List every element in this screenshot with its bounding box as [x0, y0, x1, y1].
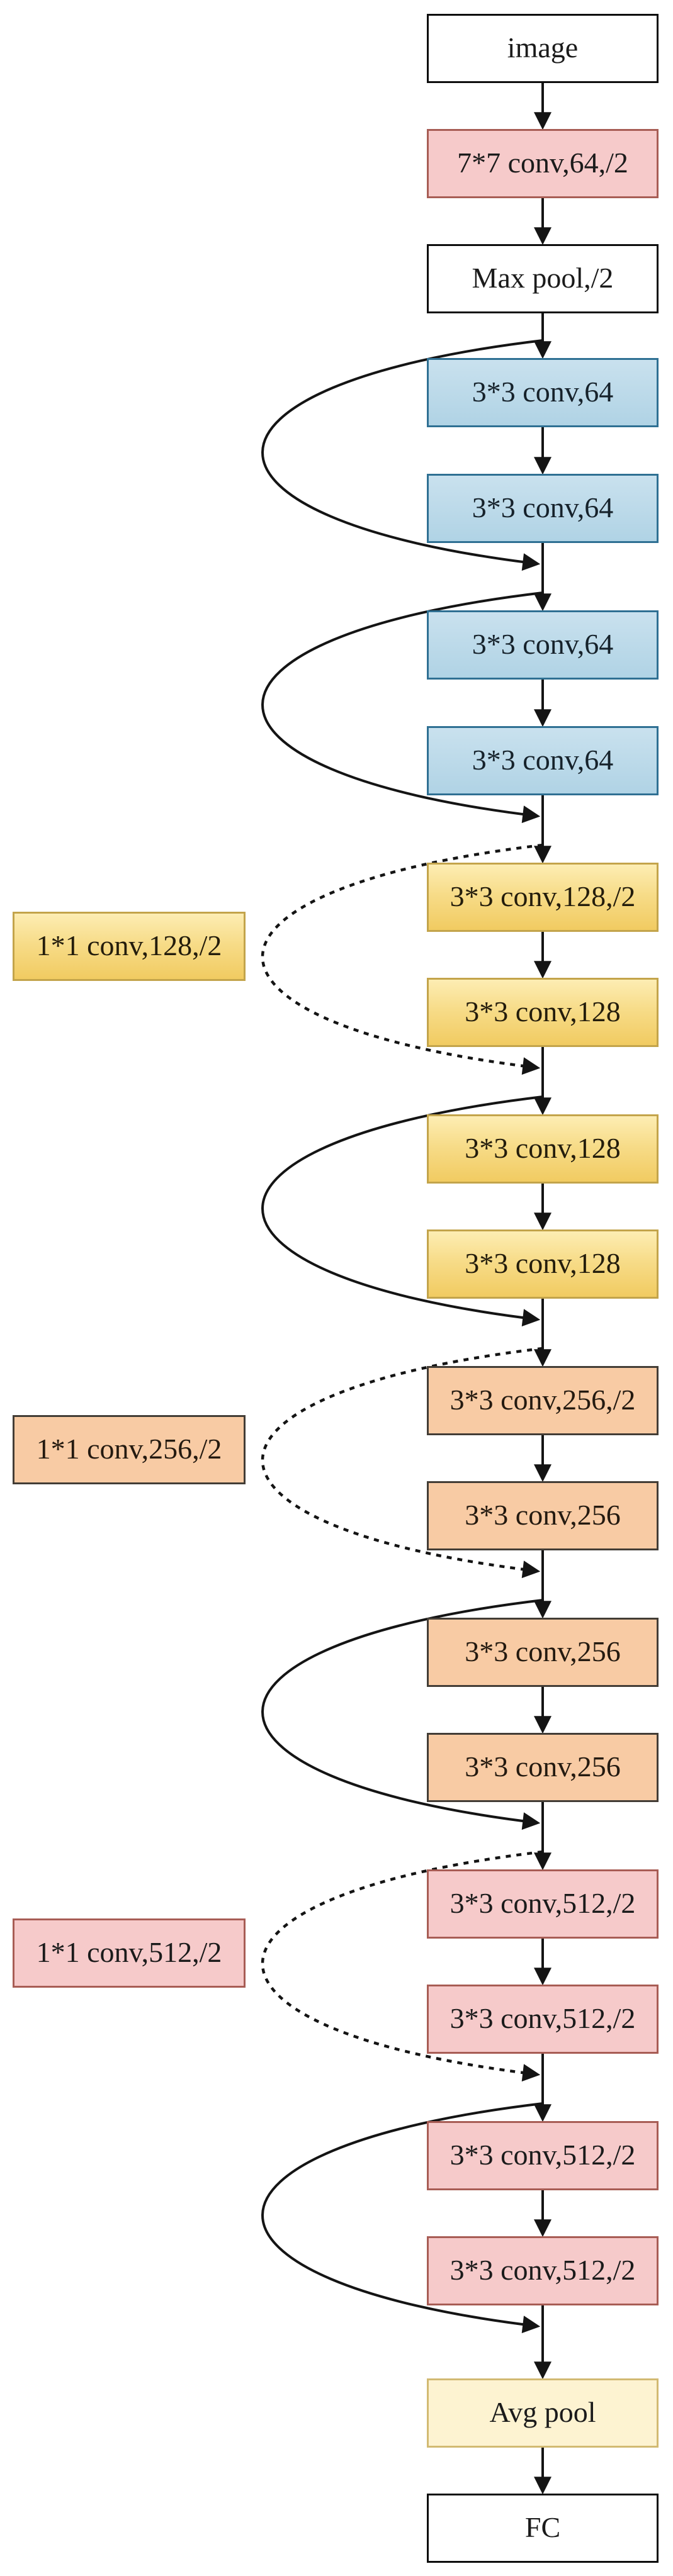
node-maxpool: Max pool,/2 [427, 244, 659, 313]
skip-arc-conv512-block1-dashed [261, 1850, 543, 2082]
skip-arc-conv256-block2-solid [261, 1599, 543, 1830]
node-conv3x3-64-1: 3*3 conv,64 [427, 358, 659, 427]
node-image: image [427, 14, 659, 83]
node-conv3x3-64-4: 3*3 conv,64 [427, 726, 659, 795]
node-conv3x3-256-s2: 3*3 conv,256,/2 [427, 1366, 659, 1435]
node-conv3x3-128-1: 3*3 conv,128 [427, 978, 659, 1047]
skip-arc-conv128-block1-dashed [261, 843, 543, 1075]
skip-arc-conv512-block2-solid [261, 2102, 543, 2334]
skip-arc-conv128-block2-solid [261, 1095, 543, 1327]
skip-arc-conv64-block2-solid [261, 591, 543, 824]
node-shortcut-1x1-512: 1*1 conv,512,/2 [13, 1918, 246, 1988]
node-avgpool: Avg pool [427, 2378, 659, 2448]
node-conv3x3-128-2: 3*3 conv,128 [427, 1114, 659, 1184]
node-conv3x3-512-s2-3: 3*3 conv,512,/2 [427, 2121, 659, 2190]
skip-arc-conv64-block1-solid [261, 339, 543, 571]
node-conv3x3-256-2: 3*3 conv,256 [427, 1618, 659, 1687]
skip-arc-conv256-block1-dashed [261, 1347, 543, 1579]
node-conv3x3-512-s2-1: 3*3 conv,512,/2 [427, 1869, 659, 1939]
node-conv3x3-128-s2: 3*3 conv,128,/2 [427, 863, 659, 932]
node-fc: FC [427, 2494, 659, 2563]
node-conv3x3-256-3: 3*3 conv,256 [427, 1733, 659, 1802]
node-conv3x3-256-1: 3*3 conv,256 [427, 1481, 659, 1550]
node-conv3x3-512-s2-4: 3*3 conv,512,/2 [427, 2236, 659, 2305]
node-conv3x3-64-2: 3*3 conv,64 [427, 474, 659, 543]
node-shortcut-1x1-128: 1*1 conv,128,/2 [13, 912, 246, 981]
node-conv3x3-512-s2-2: 3*3 conv,512,/2 [427, 1985, 659, 2054]
node-conv3x3-64-3: 3*3 conv,64 [427, 610, 659, 680]
node-conv7x7-64-s2: 7*7 conv,64,/2 [427, 129, 659, 198]
node-conv3x3-128-3: 3*3 conv,128 [427, 1229, 659, 1299]
node-shortcut-1x1-256: 1*1 conv,256,/2 [13, 1415, 246, 1484]
